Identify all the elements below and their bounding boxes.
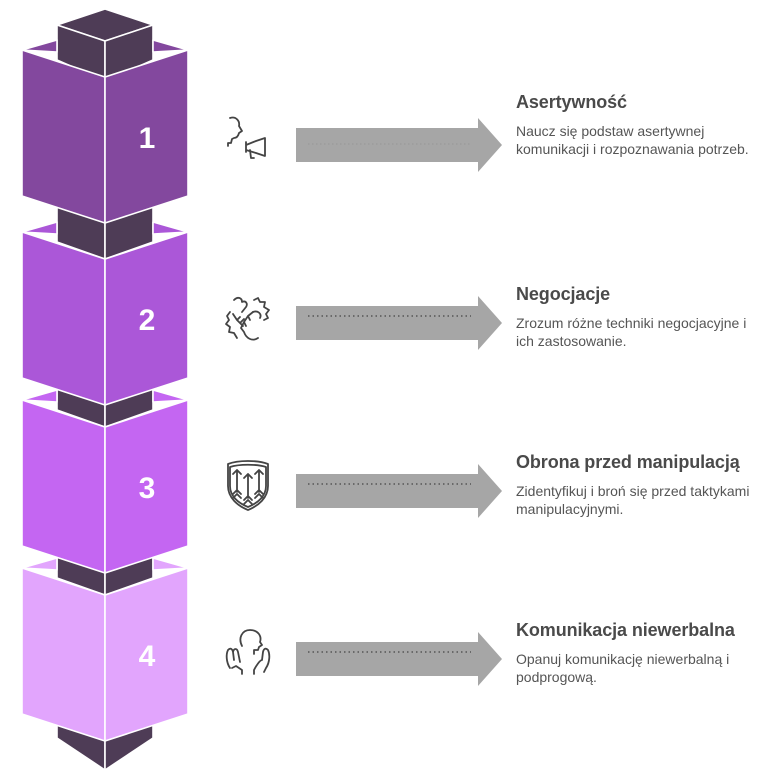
step-arrow-4 [296, 632, 502, 686]
box-rim [21, 389, 58, 403]
box-rim [21, 557, 58, 571]
box-rim [21, 39, 58, 53]
box-rim [152, 221, 189, 235]
step-arrow-2 [296, 296, 502, 350]
person-hands-icon [220, 626, 276, 682]
step-title: Obrona przed manipulacją [516, 452, 740, 472]
step-text-4: Komunikacja niewerbalna Opanuj komunikac… [516, 620, 766, 686]
step-number-3: 3 [139, 472, 156, 505]
step-title: Komunikacja niewerbalna [516, 620, 735, 640]
column-segment-right [104, 24, 154, 82]
step-title: Asertywność [516, 92, 627, 112]
step-description: Zrozum różne techniki negocjacyjne i ich… [516, 315, 747, 349]
step-arrow-1 [296, 118, 502, 172]
step-description: Zidentyfikuj i broń się przed taktykami … [516, 483, 750, 517]
step-number-4: 4 [139, 640, 156, 673]
step-text-3: Obrona przed manipulacją Zidentyfikuj i … [516, 452, 766, 518]
box-face-right-1 [104, 49, 189, 224]
step-description: Naucz się podstaw asertywnej komunikacji… [516, 123, 749, 157]
box-rim [152, 389, 189, 403]
box-face-right-3 [104, 399, 189, 574]
step-number-1: 1 [139, 122, 156, 155]
step-title: Negocjacje [516, 284, 611, 304]
box-face-left-2 [21, 231, 106, 406]
step-text-1: Asertywność Naucz się podstaw asertywnej… [516, 92, 766, 158]
box-face-left-3 [21, 399, 106, 574]
handshake-agreement-icon [220, 290, 276, 346]
step-number-2: 2 [139, 304, 156, 337]
box-rim [152, 39, 189, 53]
box-rim [21, 221, 58, 235]
stacked-boxes-column: 1 2 3 4 [21, 8, 189, 771]
shield-arrows-icon [220, 458, 276, 514]
step-text-2: Negocjacje Zrozum różne techniki negocja… [516, 284, 766, 350]
box-face-left-4 [21, 567, 106, 742]
box-face-left-1 [21, 49, 106, 224]
box-rim [152, 557, 189, 571]
step-description: Opanuj komunikację niewerbalną i podprog… [516, 651, 730, 685]
box-face-right-4 [104, 567, 189, 742]
box-face-right-2 [104, 231, 189, 406]
speaker-megaphone-icon [222, 112, 278, 168]
step-arrow-3 [296, 464, 502, 518]
